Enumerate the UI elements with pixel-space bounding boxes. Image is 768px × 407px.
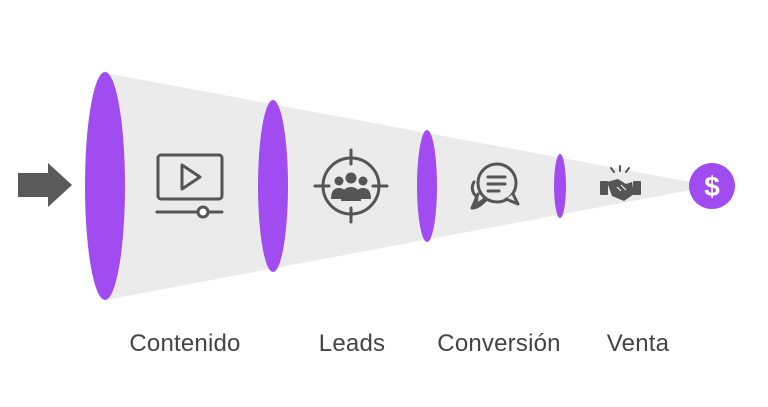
funnel-ring-conversion [417, 130, 437, 242]
funnel-ring-contenido [85, 72, 125, 300]
handshake-icon [600, 165, 641, 201]
stage-label-conversion: Conversión [437, 330, 561, 357]
stage-label-contenido: Contenido [129, 330, 241, 357]
funnel-ring-leads [258, 100, 288, 272]
funnel-body [105, 73, 712, 300]
funnel-ring-venta [554, 154, 566, 218]
arrow-right-icon [18, 163, 72, 207]
target-audience-icon [313, 148, 389, 224]
dollar-symbol: $ [704, 171, 720, 202]
stage-label-venta: Venta [606, 330, 670, 357]
video-player-icon [155, 153, 224, 219]
dollar-icon: $ [689, 163, 735, 209]
chat-bubbles-icon [470, 162, 520, 210]
stage-label-leads: Leads [318, 330, 386, 357]
